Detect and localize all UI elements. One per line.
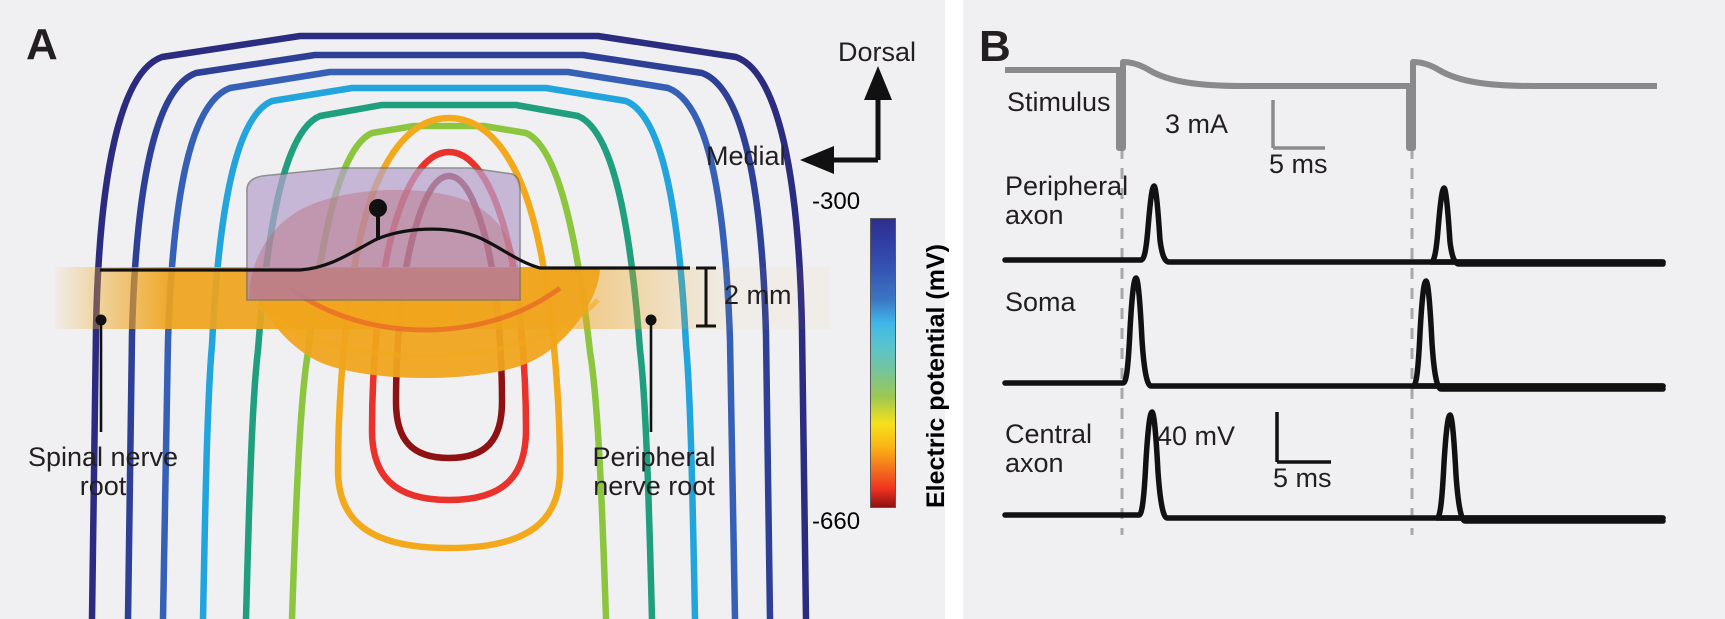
trace-peripheral-axon: [1002, 183, 1666, 267]
colorbar-max-label: -300: [812, 188, 861, 215]
orientation-axes: [800, 66, 892, 174]
spinal-nerve-root-label: Spinal nerve root: [27, 442, 179, 502]
contour-3: [159, 68, 739, 619]
contour-4: [199, 84, 699, 619]
scale-bar-2mm: [696, 266, 716, 328]
stimulus-onset-markers: [1120, 148, 1414, 535]
contour-1: [88, 32, 810, 619]
stimulus-scale-horizontal-label: 5 ms: [1269, 149, 1328, 179]
colorbar-title: Electric potential (mV): [922, 244, 950, 508]
dorsal-root-ganglion: [246, 167, 521, 301]
trace-stimulus: [1005, 59, 1657, 151]
trace-central-axon: [1002, 409, 1666, 524]
dorsal-arrowhead: [864, 66, 892, 100]
colorbar-min-label: -660: [812, 508, 861, 535]
spinal-root-dot: [95, 314, 107, 326]
trace-label-soma: Soma: [1005, 287, 1076, 317]
ganglion-inner-region: [249, 189, 520, 300]
contour-2: [124, 51, 774, 619]
trace-label-peripheral-axon: Peripheral axon: [1005, 171, 1129, 231]
stimulus-scale-bar: [1271, 100, 1325, 150]
sensory-neuron: [100, 199, 690, 272]
panel-b-graphic: [1002, 59, 1666, 535]
panel-divider: [945, 0, 963, 619]
panel-a: A: [0, 0, 950, 619]
scale-bar-label: 2 mm: [724, 280, 792, 310]
potential-scale-vertical-label: 40 mV: [1157, 421, 1236, 451]
contour-5: [242, 101, 656, 619]
dorsal-label: Dorsal: [838, 37, 917, 67]
panel-b: B: [963, 0, 1725, 619]
trace-label-stimulus: Stimulus: [1007, 87, 1111, 117]
callouts: [95, 314, 657, 432]
contours-in-nerve: [250, 285, 600, 359]
peripheral-nerve-root-label: Peripheral nerve root: [592, 442, 716, 502]
potential-scale-bar: [1275, 412, 1331, 464]
stimulus-scale-vertical-label: 3 mA: [1165, 109, 1229, 139]
peripheral-root-dot: [645, 314, 657, 326]
medial-label: Medial: [706, 141, 786, 171]
contour-6: [288, 122, 610, 619]
trace-soma: [1002, 275, 1666, 392]
panel-a-letter: A: [26, 20, 58, 69]
panel-b-letter: B: [979, 22, 1011, 71]
potential-scale-horizontal-label: 5 ms: [1273, 463, 1332, 493]
panel-a-graphic: [55, 32, 892, 619]
medial-arrowhead: [800, 146, 834, 174]
trace-label-central-axon: Central axon: [1005, 419, 1093, 479]
colorbar-gradient: [870, 218, 896, 508]
neuron-axon: [100, 227, 690, 272]
neuron-soma: [369, 199, 387, 217]
